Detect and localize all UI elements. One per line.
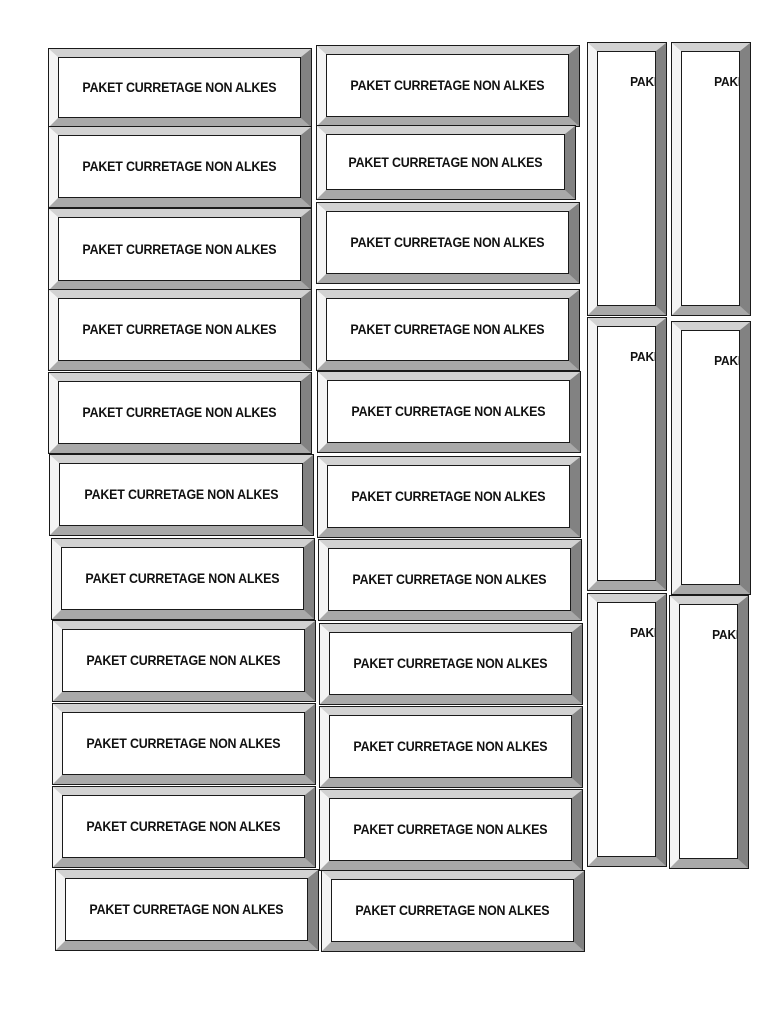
label-c1-r6: PAKET CURRETAGE NON ALKES [49,454,314,536]
label-text: PAKET CURRETAGE NON ALKES [353,739,548,754]
label-text: PAKET CURRETAGE NON ALKES [714,353,739,368]
label-text: PAKET CURRETAGE NON ALKES [350,235,545,250]
label-c1-r9: PAKET CURRETAGE NON ALKES [52,703,316,785]
label-text: PAKET CURRETAGE NON ALKES [82,405,277,420]
label-text: PAKET CURRETAGE NON ALKES [714,74,739,89]
label-c1-r1: PAKET CURRETAGE NON ALKES [48,48,312,128]
label-text: PAKET CURRETAGE NON ALKES [630,74,655,89]
label-c1-r4: PAKET CURRETAGE NON ALKES [48,289,312,371]
label-text: PAKET CURRETAGE NON ALKES [352,572,547,587]
label-text: PAKET CURRETAGE NON ALKES [630,349,655,364]
label-c2-r9: PAKET CURRETAGE NON ALKES [319,706,583,788]
label-c1-r3: PAKET CURRETAGE NON ALKES [48,208,312,291]
label-text: PAKET CURRETAGE NON ALKES [350,78,545,93]
label-text: PAKET CURRETAGE NON ALKES [82,159,277,174]
label-c1-r8: PAKET CURRETAGE NON ALKES [52,620,316,702]
label-c2-r6: PAKET CURRETAGE NON ALKES [317,456,581,538]
label-text: PAKET CURRETAGE NON ALKES [82,322,277,337]
label-text: PAKET CURRETAGE NON ALKES [84,487,278,502]
label-text: PAKET CURRETAGE NON ALKES [630,625,655,640]
label-text: PAKET CURRETAGE NON ALKES [712,627,737,642]
label-text: PAKET CURRETAGE NON ALKES [86,653,281,668]
label-c1-r5: PAKET CURRETAGE NON ALKES [48,372,312,454]
label-text: PAKET CURRETAGE NON ALKES [86,736,281,751]
label-c2-r5: PAKET CURRETAGE NON ALKES [317,371,581,453]
label-c1-r2: PAKET CURRETAGE NON ALKES [48,126,312,208]
label-c4-r3: PAKET CURRETAGE NON ALKES [669,595,749,869]
label-c1-r10: PAKET CURRETAGE NON ALKES [52,786,316,868]
label-c3-r3: PAKET CURRETAGE NON ALKES [587,593,667,867]
label-text: PAKET CURRETAGE NON ALKES [353,656,548,671]
label-c2-r2: PAKET CURRETAGE NON ALKES [316,125,576,200]
label-text: PAKET CURRETAGE NON ALKES [89,902,284,917]
label-c1-r11: PAKET CURRETAGE NON ALKES [55,869,319,951]
label-c3-r2: PAKET CURRETAGE NON ALKES [587,317,667,591]
label-text: PAKET CURRETAGE NON ALKES [348,154,543,170]
label-c2-r3: PAKET CURRETAGE NON ALKES [316,202,580,284]
label-text: PAKET CURRETAGE NON ALKES [350,322,545,337]
label-c4-r2: PAKET CURRETAGE NON ALKES [671,321,751,595]
label-text: PAKET CURRETAGE NON ALKES [355,903,550,918]
label-c2-r11: PAKET CURRETAGE NON ALKES [321,870,585,952]
label-c1-r7: PAKET CURRETAGE NON ALKES [51,538,315,620]
label-text: PAKET CURRETAGE NON ALKES [82,241,277,257]
label-c2-r4: PAKET CURRETAGE NON ALKES [316,289,580,371]
label-text: PAKET CURRETAGE NON ALKES [351,489,546,504]
label-c4-r1: PAKET CURRETAGE NON ALKES [671,42,751,316]
label-c2-r10: PAKET CURRETAGE NON ALKES [319,789,583,871]
label-text: PAKET CURRETAGE NON ALKES [353,822,548,837]
label-text: PAKET CURRETAGE NON ALKES [85,571,280,586]
label-text: PAKET CURRETAGE NON ALKES [351,404,546,419]
label-c2-r1: PAKET CURRETAGE NON ALKES [316,45,580,127]
label-c3-r1: PAKET CURRETAGE NON ALKES [587,42,667,316]
label-text: PAKET CURRETAGE NON ALKES [82,80,277,95]
label-c2-r7: PAKET CURRETAGE NON ALKES [318,539,582,621]
label-c2-r8: PAKET CURRETAGE NON ALKES [319,623,583,705]
label-text: PAKET CURRETAGE NON ALKES [86,819,281,834]
